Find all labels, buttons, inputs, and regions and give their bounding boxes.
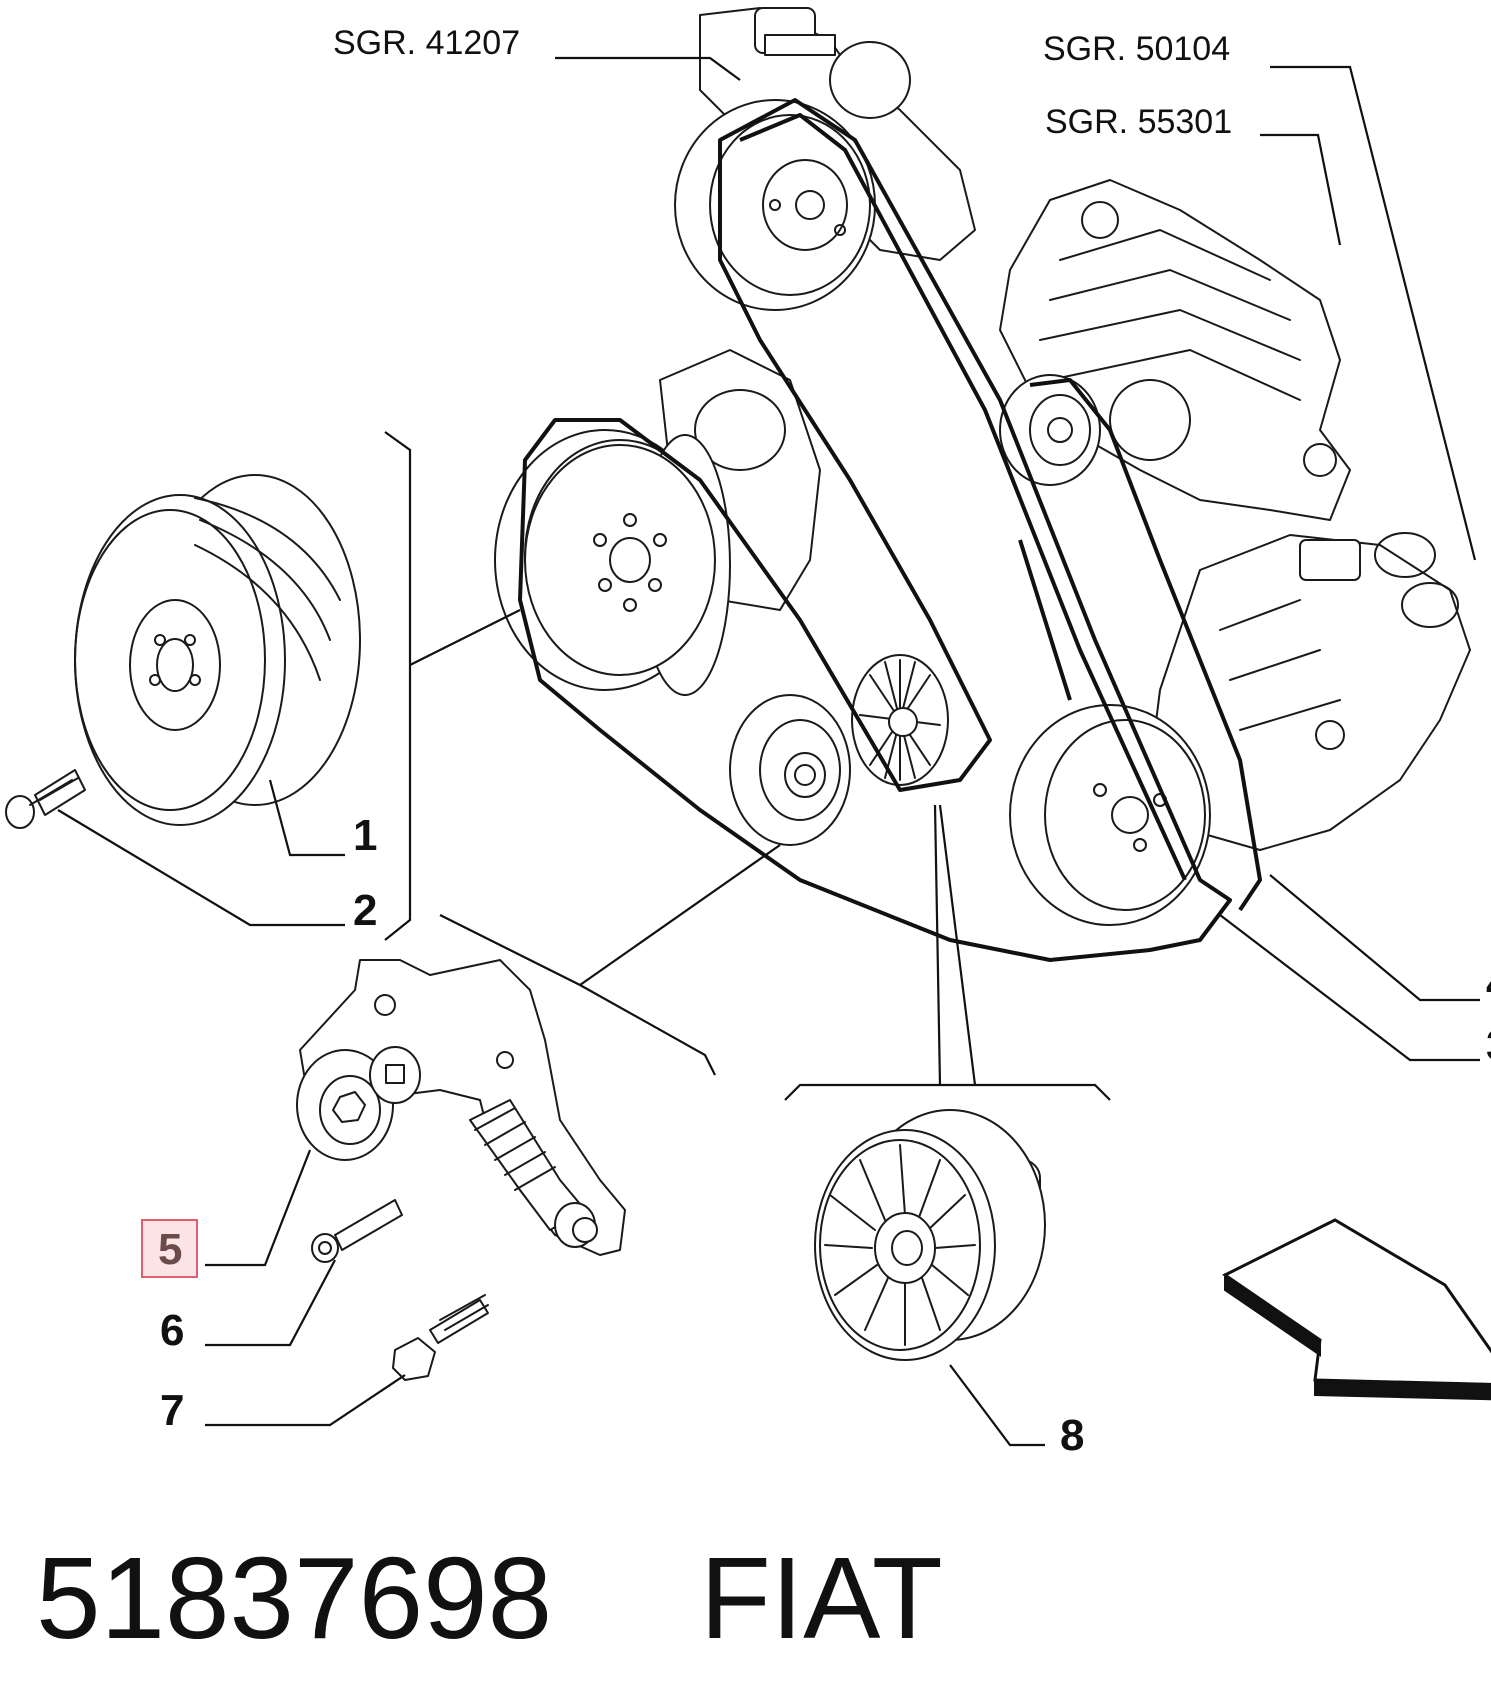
callout-5-highlight-box xyxy=(141,1219,198,1278)
callout-8: 8 xyxy=(1060,1411,1084,1460)
power-steering-pulley xyxy=(674,99,876,311)
ac-compressor-pulley xyxy=(1009,704,1211,926)
leader-lines xyxy=(57,56,1480,1447)
idler-pulley-installed xyxy=(851,654,949,786)
callout-5: 5 xyxy=(158,1225,182,1274)
grouping-brackets xyxy=(384,431,1111,1101)
ref-label-41207: SGR. 41207 xyxy=(333,24,520,62)
ref-label-50104: SGR. 50104 xyxy=(1043,30,1230,68)
bolt-item-2 xyxy=(5,769,86,829)
idler-pulley-item-8 xyxy=(814,1109,1046,1361)
bolt-item-7 xyxy=(392,1294,489,1381)
ref-label-55301: SGR. 55301 xyxy=(1045,103,1232,141)
bolt-item-6 xyxy=(311,1199,403,1263)
belt-tensioner-item-5 xyxy=(296,959,626,1256)
callout-2: 2 xyxy=(353,886,377,935)
direction-arrow-icon xyxy=(1222,1218,1491,1401)
tensioner-pulley-installed xyxy=(729,694,851,846)
callout-3: 3 xyxy=(1486,1021,1491,1070)
callout-6: 6 xyxy=(160,1306,184,1355)
callout-7: 7 xyxy=(160,1386,184,1435)
part-number: 51837698 xyxy=(36,1533,552,1663)
callout-4: 4 xyxy=(1486,959,1491,1008)
pulley-item-1 xyxy=(74,474,361,826)
callout-1: 1 xyxy=(353,811,377,860)
brand-name: FIAT xyxy=(700,1533,943,1663)
alternator-pulley xyxy=(999,374,1101,486)
crankshaft-pulley xyxy=(494,429,731,696)
serpentine-belt xyxy=(518,98,1262,962)
